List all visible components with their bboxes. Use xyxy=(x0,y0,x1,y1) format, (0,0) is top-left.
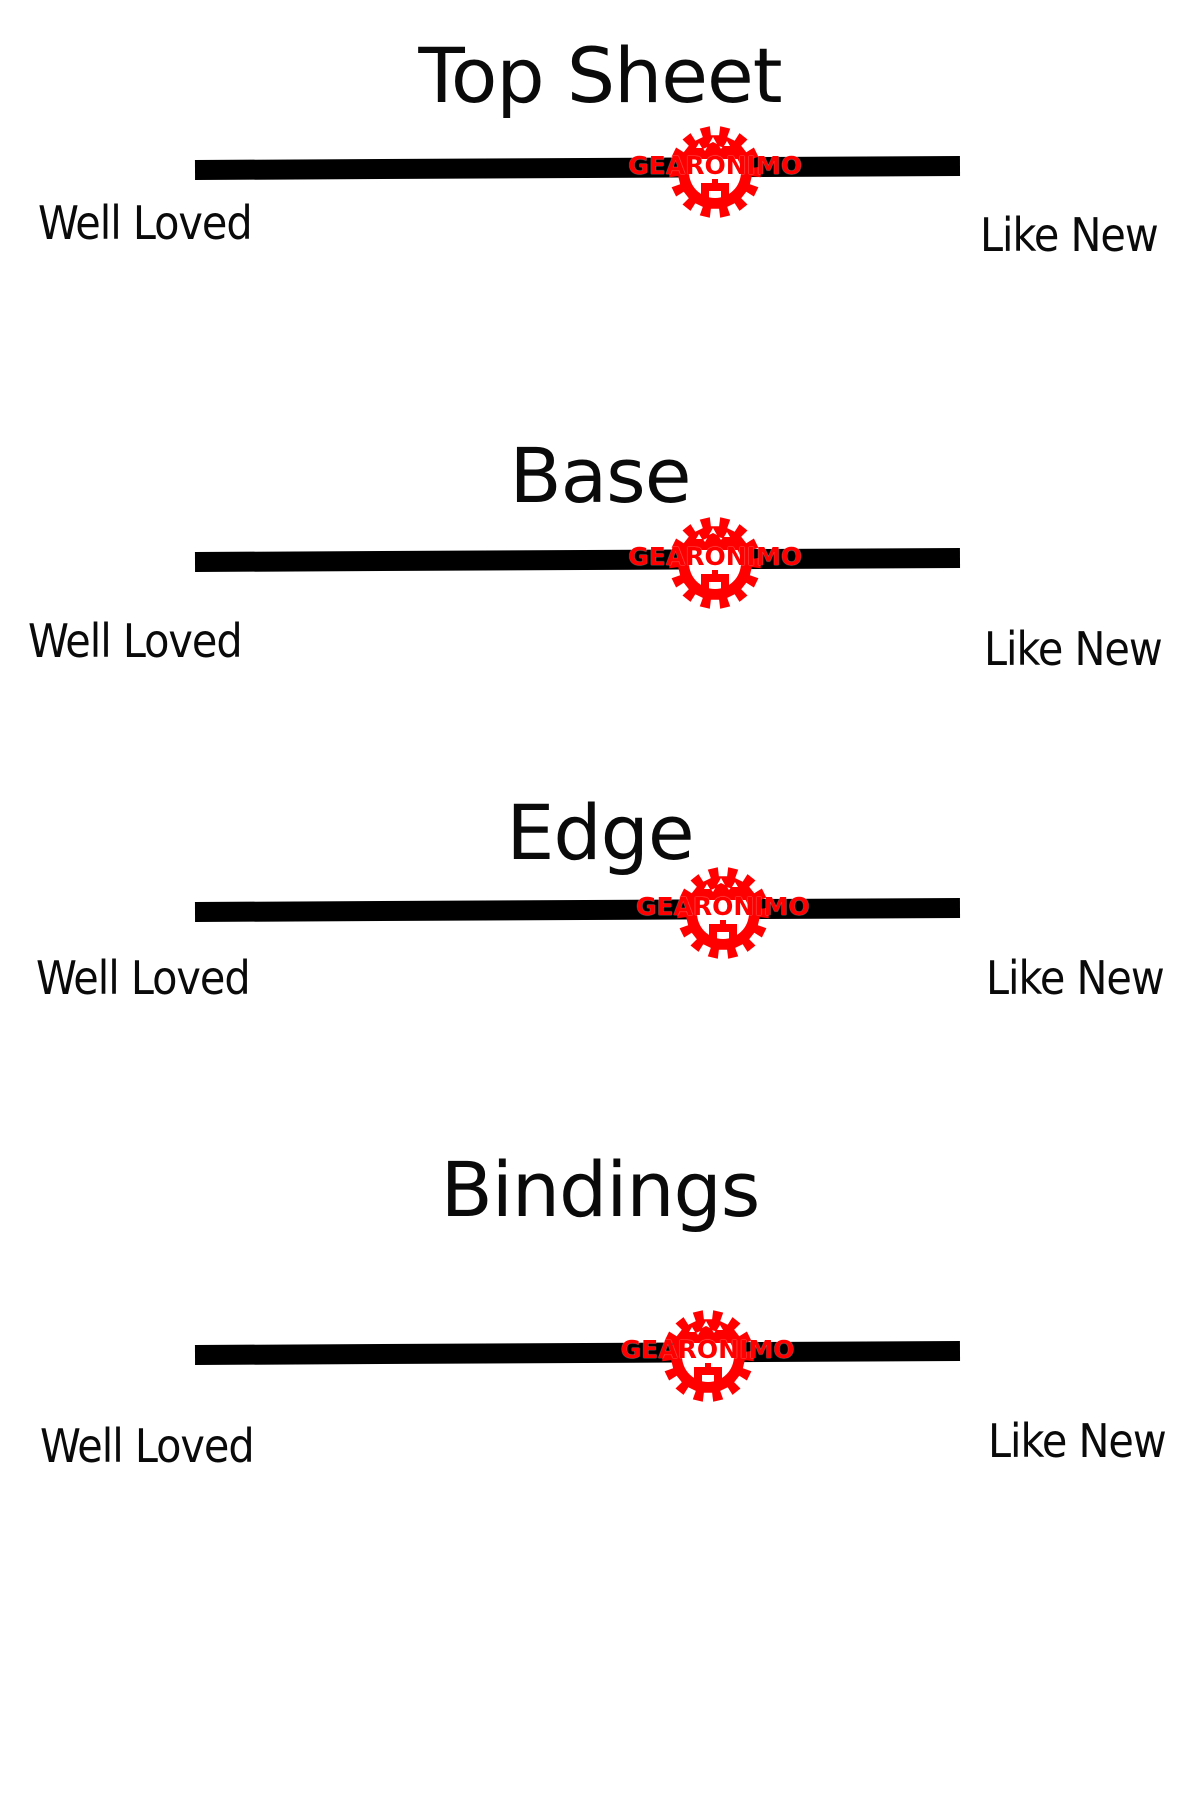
gear-mountain-icon xyxy=(669,126,761,218)
right-label: Like New xyxy=(980,208,1159,262)
tower-shape xyxy=(693,1363,722,1385)
scale-title: Top Sheet xyxy=(418,31,782,120)
mountain-shape xyxy=(689,528,742,550)
right-label: Like New xyxy=(984,622,1163,676)
brand-wordmark: GEARONIMO xyxy=(635,892,810,921)
condition-marker: GEARONIMO xyxy=(615,117,815,227)
scale-base: Base GEARONIMO Well Loved Like New xyxy=(0,0,1200,700)
gear-mountain-icon xyxy=(677,867,769,959)
brand-wordmark: GEARONIMO xyxy=(628,151,803,180)
scale-title: Bindings xyxy=(440,1145,761,1234)
gear-mountain-icon xyxy=(661,1310,754,1402)
left-label: Well Loved xyxy=(28,614,243,668)
gear-mountain-icon xyxy=(669,517,761,609)
condition-marker: GEARONIMO xyxy=(623,858,823,968)
brand-wordmark: GEARONIMO xyxy=(628,542,803,571)
snowcap-shape xyxy=(696,137,731,148)
snowcap-shape xyxy=(688,1321,723,1332)
condition-marker: GEARONIMO xyxy=(615,508,815,618)
tower-shape xyxy=(708,920,737,942)
mountain-shape xyxy=(689,137,742,159)
left-label: Well Loved xyxy=(36,951,251,1005)
scale-top-sheet: Top Sheet GEARONIMO Well Loved Like New xyxy=(0,0,1200,300)
tower-shape xyxy=(701,179,730,201)
tower-shape xyxy=(701,570,730,592)
scale-edge: Edge GEARONIMO Well Loved Like New xyxy=(36,788,1165,1005)
right-label: Like New xyxy=(988,1414,1167,1468)
scale-bindings: Bindings GEARONIMO Well Loved Like New xyxy=(40,1145,1167,1473)
mountain-shape xyxy=(681,1321,734,1343)
condition-track xyxy=(194,1340,961,1365)
snowcap-shape xyxy=(703,878,738,889)
scale-title: Edge xyxy=(506,788,694,877)
left-label: Well Loved xyxy=(40,1419,255,1473)
right-label: Like New xyxy=(986,951,1165,1005)
mountain-shape xyxy=(696,878,749,900)
brand-wordmark: GEARONIMO xyxy=(620,1335,795,1364)
condition-marker: GEARONIMO xyxy=(608,1301,808,1411)
snowcap-shape xyxy=(696,528,731,539)
scale-title: Base xyxy=(509,431,691,520)
left-label: Well Loved xyxy=(38,196,253,250)
